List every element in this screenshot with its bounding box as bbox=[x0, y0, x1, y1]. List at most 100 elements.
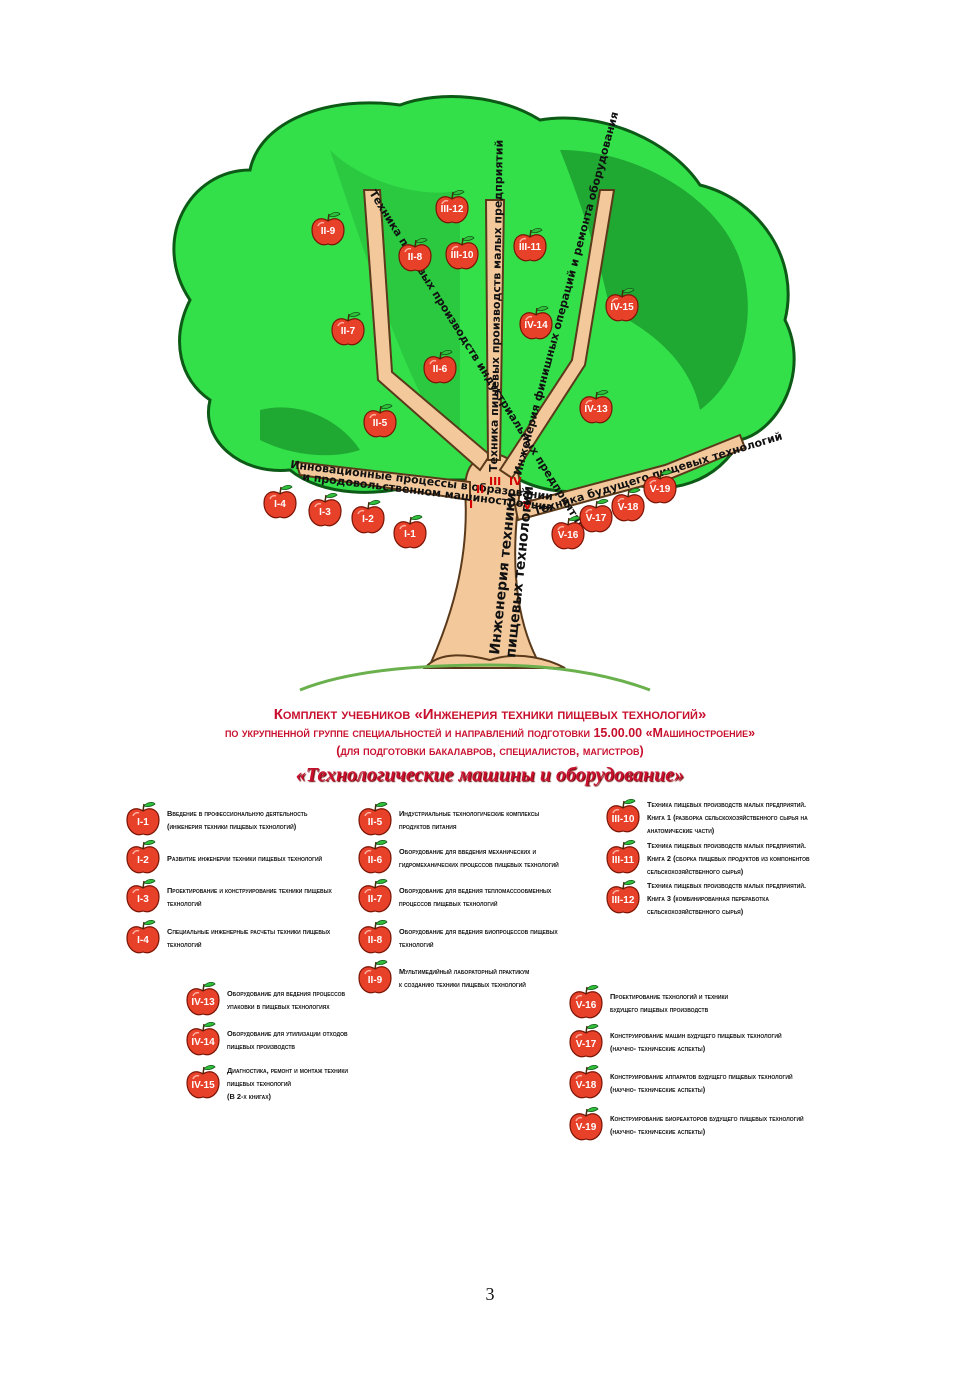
legend-apple-code: IV-14 bbox=[191, 1037, 215, 1048]
apple-icon: II-6 bbox=[358, 839, 392, 874]
legend-line: Оборудование для ведения тепломассообмен… bbox=[399, 886, 552, 895]
apple-icon: I-4 bbox=[126, 919, 160, 954]
tree-apple-V-16: V-16 bbox=[551, 515, 585, 550]
legend-description: Конструирование аппаратов будущего пищев… bbox=[610, 1070, 793, 1096]
legend-apple-code: V-19 bbox=[576, 1122, 597, 1133]
legend-line: Книга 1 (разборка сельскохозяйственного … bbox=[647, 812, 808, 822]
legend-line: Оборудование для ведения биопроцессов пи… bbox=[399, 927, 558, 936]
tree-branches bbox=[294, 189, 747, 522]
tree-apple-V-19: V-19 bbox=[643, 469, 677, 504]
roman-IV: IV bbox=[509, 475, 522, 488]
apple-icon: I-3 bbox=[126, 878, 160, 913]
legend-item-IV-15: IV-15 Диагностика, ремонт и монтаж техник… bbox=[183, 1063, 348, 1103]
legend-line: технологий bbox=[167, 940, 202, 949]
legend-item-IV-14: IV-14 Оборудование для утилизации отходов… bbox=[183, 1020, 348, 1060]
tree-apple-code: I-4 bbox=[274, 499, 286, 510]
heading-subtitle: «Технологические машины и оборудование» bbox=[295, 764, 685, 786]
legend-apple-code: II-8 bbox=[368, 935, 383, 946]
heading-line-1: Комплект учебников «Инженерия техники пи… bbox=[273, 706, 707, 723]
legend-line: Развитие инженерии техники пищевых техно… bbox=[167, 853, 323, 863]
roman-I: I bbox=[469, 498, 473, 511]
tree-apple-IV-13: IV-13 bbox=[579, 389, 613, 424]
apple-icon: V-18 bbox=[569, 1064, 603, 1099]
legend-description: Конструирование машин будущего пищевых т… bbox=[610, 1029, 782, 1055]
legend-line: Конструирование аппаратов будущего пищев… bbox=[610, 1072, 793, 1081]
legend-apple-code: V-17 bbox=[576, 1039, 597, 1050]
legend-item-I-3: I-3 Проектирование и конструирование техн… bbox=[123, 877, 332, 917]
tree-apple-code: II-8 bbox=[408, 252, 423, 263]
legend-line: Оборудование для утилизации отходов bbox=[227, 1029, 348, 1038]
tree-apples: I-1I-2I-3I-4II-5II-6II-7II-8II-9III-10II… bbox=[263, 189, 677, 550]
tree-apple-code: II-6 bbox=[433, 364, 448, 375]
legend-line: анатомические части) bbox=[647, 825, 715, 835]
apple-icon: II-7 bbox=[358, 878, 392, 913]
tree-apple-code: I-1 bbox=[404, 529, 416, 540]
legend-line: будущего пищевых производств bbox=[610, 1005, 709, 1014]
legend-line: гидромеханических процессов пищевых техн… bbox=[399, 860, 559, 869]
legend-line: Введение в профессиональную деятельность bbox=[167, 809, 308, 818]
legend-description: Мультимедийный лабораторный практикум к с… bbox=[399, 965, 529, 991]
legend-item-V-18: V-18 Конструирование аппаратов будущего п… bbox=[566, 1063, 793, 1103]
tree-apple-code: IV-13 bbox=[584, 404, 608, 415]
legend-description: Оборудование для ведения тепломассообмен… bbox=[399, 884, 551, 910]
roman-II: II bbox=[476, 483, 484, 496]
legend-apple-code: II-9 bbox=[368, 975, 383, 986]
legend-item-II-7: II-7 Оборудование для ведения тепломассоо… bbox=[355, 877, 551, 917]
apple-icon: III-10 bbox=[606, 798, 640, 833]
legend-line: (научно- технические аспекты) bbox=[610, 1044, 706, 1053]
legend-line: (научно- технические аспекты) bbox=[610, 1085, 706, 1094]
legend-line: Индустриальные технологические комплексы bbox=[399, 809, 540, 818]
tree-apple-code: V-17 bbox=[586, 513, 607, 524]
legend-line: Мультимедийный лабораторный практикум bbox=[399, 967, 530, 976]
legend-description: Проектирование и конструирование техники… bbox=[167, 884, 332, 910]
legend-description: Техника пищевых производств малых предпр… bbox=[647, 839, 810, 878]
apple-icon: II-5 bbox=[358, 801, 392, 836]
tree-apple-code: II-7 bbox=[341, 326, 356, 337]
legend-apple-code: II-5 bbox=[368, 817, 383, 828]
apple-icon: III-12 bbox=[606, 879, 640, 914]
legend-line: Книга 3 (комбинированная переработка bbox=[647, 893, 769, 903]
legend-line: технологий bbox=[167, 899, 202, 908]
tree-apple-III-10: III-10 bbox=[445, 235, 479, 270]
heading-line-3: (для подготовки бакалавров, специалистов… bbox=[336, 744, 644, 758]
tree-apple-II-9: II-9 bbox=[311, 211, 345, 246]
legend-description: Конструирование биореакторов будущего пи… bbox=[610, 1112, 804, 1138]
legend-apple-code: I-4 bbox=[137, 935, 149, 946]
legend-description: Оборудование для введения механических и… bbox=[399, 845, 559, 871]
tree-apple-V-17: V-17 bbox=[579, 498, 613, 533]
legend-line: к созданию техники пищевых технологий bbox=[399, 980, 526, 989]
tree-apple-code: IV-14 bbox=[524, 320, 548, 331]
tree-apple-I-1: I-1 bbox=[393, 514, 427, 549]
legend-description: Техника пищевых производств малых предпр… bbox=[647, 798, 808, 837]
legend-line: (инженерия техники пищевых технологий) bbox=[167, 822, 297, 831]
roman-V: V bbox=[523, 499, 532, 512]
apple-icon: I-1 bbox=[126, 801, 160, 836]
tree-apple-code: I-3 bbox=[319, 507, 331, 518]
legend-apple-code: II-6 bbox=[368, 855, 383, 866]
tree-apple-code: V-18 bbox=[618, 502, 639, 513]
legend-item-V-19: V-19 Конструирование биореакторов будущег… bbox=[566, 1105, 804, 1145]
apple-icon: II-8 bbox=[358, 919, 392, 954]
legend-apple-code: IV-15 bbox=[191, 1080, 215, 1091]
legend-line: процессов пищевых технологий bbox=[399, 899, 498, 908]
legend-item-II-5: II-5 Индустриальные технологические компл… bbox=[355, 800, 539, 840]
legend-line: Проектирование и конструирование техники… bbox=[167, 886, 332, 895]
legend-line: Техника пищевых производств малых предпр… bbox=[647, 799, 807, 809]
tree-apple-IV-14: IV-14 bbox=[519, 305, 553, 340]
legend-line: сельскохозяйственного сырья) bbox=[647, 906, 744, 916]
apple-icon: V-19 bbox=[569, 1106, 603, 1141]
tree-apple-IV-15: IV-15 bbox=[605, 287, 639, 322]
apple-icon: IV-14 bbox=[186, 1021, 220, 1056]
tree-apple-I-2: I-2 bbox=[351, 499, 385, 534]
legend-line: Книга 2 (сборка пищевых продуктов из ком… bbox=[647, 853, 810, 863]
tree-apple-code: V-16 bbox=[558, 530, 579, 541]
legend-line: Техника пищевых производств малых предпр… bbox=[647, 880, 807, 890]
apple-icon: IV-13 bbox=[186, 981, 220, 1016]
tree-apple-II-8: II-8 bbox=[398, 237, 432, 272]
legend-line: упаковки в пищевых технологиях bbox=[227, 1002, 330, 1011]
